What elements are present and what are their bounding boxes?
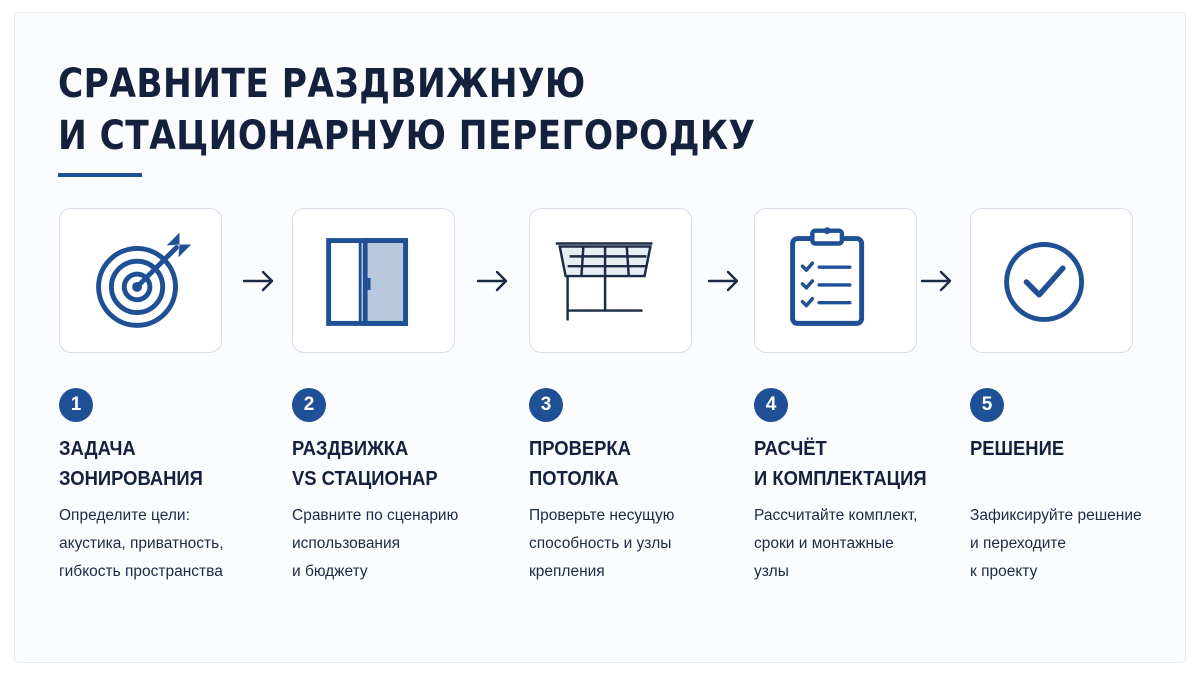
arrow-right-icon <box>242 270 274 292</box>
step-desc-line: сроки и монтажные <box>754 535 894 552</box>
step-description: Рассчитайте комплект, сроки и монтажные … <box>754 502 974 586</box>
ceiling-structure-icon <box>555 242 653 321</box>
page-title-line-1: СРАВНИТЕ РАЗДВИЖНУЮ <box>58 61 586 107</box>
step-number-badge: 5 <box>970 388 1004 422</box>
step-desc-line: Рассчитайте комплект, <box>754 507 918 524</box>
step-title: ЗАДАЧА ЗОНИРОВАНИЯ <box>59 434 261 494</box>
title-underline <box>58 173 142 177</box>
step-title-line: РЕШЕНИЕ <box>970 438 1065 460</box>
step-title: РЕШЕНИЕ <box>970 434 1172 464</box>
step-card-1 <box>59 208 222 353</box>
step-number-badge: 1 <box>59 388 93 422</box>
step-title-line: ПОТОЛКА <box>529 468 619 490</box>
step-description: Определите цели: акустика, приватность, … <box>59 502 279 586</box>
page-title: СРАВНИТЕ РАЗДВИЖНУЮ И СТАЦИОНАРНУЮ ПЕРЕГ… <box>58 58 755 162</box>
step-desc-line: узлы <box>754 563 789 580</box>
clipboard-checklist-icon <box>790 227 865 326</box>
step-desc-line: гибкость пространства <box>59 563 223 580</box>
target-icon <box>96 232 192 328</box>
step-card-4 <box>754 208 917 353</box>
step-title: ПРОВЕРКА ПОТОЛКА <box>529 434 731 494</box>
step-desc-line: использования <box>292 535 401 552</box>
step-desc-line: Определите цели: <box>59 507 190 524</box>
step-description: Сравните по сценарию использования и бюд… <box>292 502 512 586</box>
step-title-line: РАЗДВИЖКА <box>292 438 409 460</box>
step-number-badge: 2 <box>292 388 326 422</box>
step-title: РАСЧЁТ И КОМПЛЕКТАЦИЯ <box>754 434 956 494</box>
step-desc-line: и бюджету <box>292 563 368 580</box>
arrow-right-icon <box>476 270 508 292</box>
step-card-3 <box>529 208 692 353</box>
arrow-right-icon <box>707 270 739 292</box>
check-circle-icon <box>1004 242 1085 322</box>
step-number-badge: 3 <box>529 388 563 422</box>
step-title-line: РАСЧЁТ <box>754 438 827 460</box>
step-title-line: ЗАДАЧА <box>59 438 136 460</box>
step-number-badge: 4 <box>754 388 788 422</box>
sliding-door-icon <box>326 238 409 326</box>
step-title-line: ЗОНИРОВАНИЯ <box>59 468 203 490</box>
step-card-2 <box>292 208 455 353</box>
step-card-5 <box>970 208 1133 353</box>
step-desc-line: Зафиксируйте решение <box>970 507 1142 524</box>
step-desc-line: крепления <box>529 563 605 580</box>
arrow-right-icon <box>920 270 952 292</box>
step-description: Проверьте несущую способность и узлы кре… <box>529 502 749 586</box>
step-desc-line: Проверьте несущую <box>529 507 675 524</box>
step-title-line: И КОМПЛЕКТАЦИЯ <box>754 468 927 490</box>
step-desc-line: Сравните по сценарию <box>292 507 459 524</box>
step-title: РАЗДВИЖКА VS СТАЦИОНАР <box>292 434 494 494</box>
step-title-line: VS СТАЦИОНАР <box>292 468 438 490</box>
step-desc-line: способность и узлы <box>529 535 672 552</box>
step-title-line: ПРОВЕРКА <box>529 438 631 460</box>
step-desc-line: к проекту <box>970 563 1038 580</box>
step-desc-line: акустика, приватность, <box>59 535 224 552</box>
step-description: Зафиксируйте решение и переходите к прое… <box>970 502 1190 586</box>
step-desc-line: и переходите <box>970 535 1066 552</box>
page-title-line-2: И СТАЦИОНАРНУЮ ПЕРЕГОРОДКУ <box>58 113 756 159</box>
